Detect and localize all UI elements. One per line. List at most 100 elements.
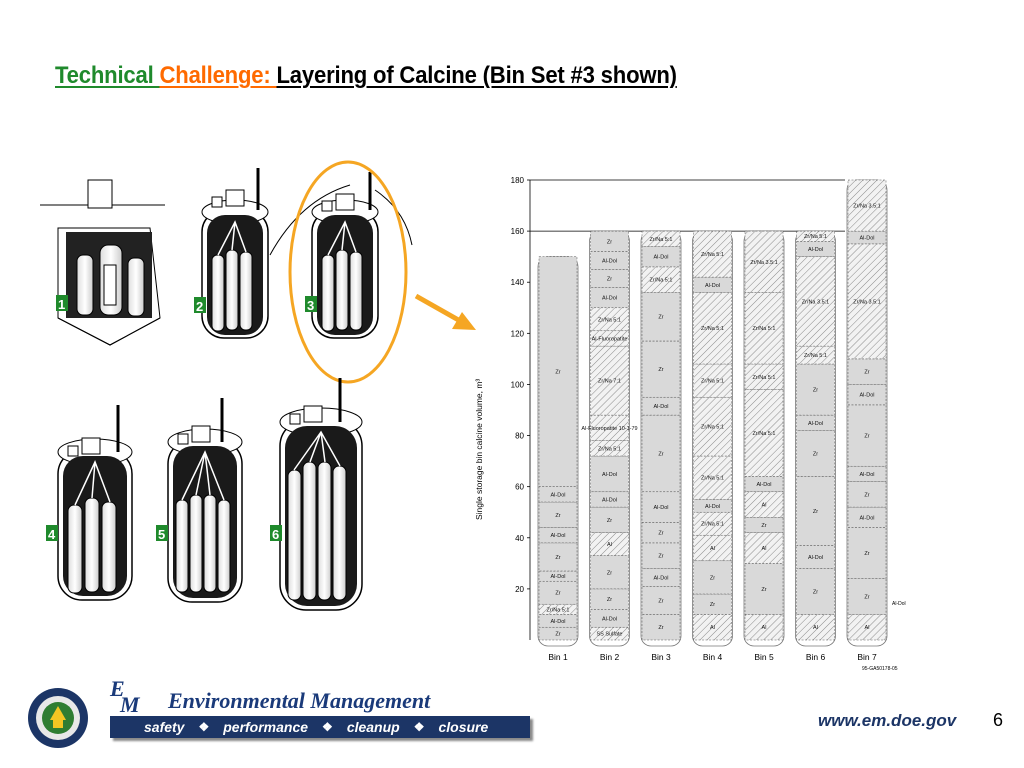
- layer-label: Zr/Na 5:1: [701, 522, 724, 528]
- layer-label: Zr: [555, 370, 560, 376]
- layer-band: [590, 414, 629, 441]
- label-1: 1: [58, 297, 65, 312]
- tagline-cleanup: cleanup: [346, 719, 400, 735]
- label-box-6: [270, 525, 282, 541]
- layer-label: Zr: [864, 370, 869, 376]
- layer-band: [538, 256, 578, 487]
- layer-label: Zr/Na 5:1: [804, 353, 827, 359]
- layer-band: [847, 527, 887, 579]
- y-axis-title: Single storage bin calcine volume, m³: [474, 379, 484, 520]
- layer-label: Zr: [658, 625, 663, 631]
- layer-band: [590, 506, 629, 533]
- y-tick-label: 60: [515, 483, 524, 492]
- bin-label: Bin 1: [548, 652, 568, 662]
- layer-label: Zr: [813, 509, 818, 515]
- layer-label: Zr: [761, 587, 766, 593]
- layer-label: Zr/Na 7:1: [598, 379, 621, 385]
- bin-label: Bin 7: [857, 652, 877, 662]
- layer-band: [693, 230, 732, 278]
- layer-label: Zr: [607, 276, 612, 282]
- slide-title: Technical Challenge: Layering of Calcine…: [55, 62, 677, 90]
- layer-label: Al: [710, 625, 715, 631]
- layer-label: Zr/Na 5:1: [598, 446, 621, 452]
- layer-band: [641, 266, 681, 293]
- layer-band: [693, 455, 732, 500]
- bin-illustration-4: [57, 405, 133, 601]
- layer-label: Zr: [607, 597, 612, 603]
- layer-label: Zr: [864, 595, 869, 601]
- y-tick-label: 40: [515, 534, 524, 543]
- tagline-separator: ❖: [413, 720, 425, 734]
- layer-label: Al-Dol: [551, 533, 566, 539]
- layer-label: Zr/Na 5:1: [650, 237, 673, 243]
- layer-band: [590, 230, 629, 252]
- layer-label: Zr/Na 3.5:1: [853, 299, 881, 305]
- layer-label: Al-Dol: [705, 283, 720, 289]
- layer-label: Al: [762, 503, 767, 509]
- website-link[interactable]: www.em.doe.gov: [818, 711, 957, 730]
- highlight-arrow-line: [414, 293, 464, 325]
- layer-label: Al-Fluoropatite 10-1-79: [581, 426, 637, 432]
- layer-label: Zr/Na 5:1: [650, 278, 673, 284]
- annotation-al-dol: Al-Dol: [892, 601, 906, 607]
- layer-band: [744, 517, 784, 533]
- y-tick-label: 80: [515, 432, 524, 441]
- tagline-separator: ❖: [198, 720, 210, 734]
- layer-label: Zr: [864, 492, 869, 498]
- layer-band: [847, 384, 887, 406]
- layer-label: Zr/Na 5:1: [701, 425, 724, 431]
- layer-label: Zr: [710, 575, 715, 581]
- label-box-5: [156, 525, 168, 541]
- layer-label: Zr/Na 5:1: [753, 375, 776, 381]
- layer-label: Zr: [864, 434, 869, 440]
- layer-band: [847, 179, 887, 232]
- layer-label: Zr/Na 3.5:1: [802, 299, 830, 305]
- bin-illustration-1: [40, 179, 165, 346]
- layer-label: Zr/Na 5:1: [701, 252, 724, 258]
- layer-band: [641, 491, 681, 523]
- doe-seal: [28, 688, 88, 748]
- layer-label: Al: [710, 546, 715, 552]
- page-number: 6: [993, 710, 1004, 730]
- layer-band: [693, 292, 732, 365]
- bin-3-highlight-ellipse: [288, 160, 408, 384]
- em-logo-m: M: [120, 692, 140, 717]
- layer-band: [847, 506, 887, 528]
- bin-illustration-2: [201, 168, 269, 339]
- layer-label: Al-Dol: [602, 296, 617, 302]
- bin-illustration-6: [279, 378, 363, 611]
- title-topic: Layering of Calcine (Bin Set #3 shown): [276, 62, 678, 89]
- y-tick-label: 140: [511, 278, 525, 287]
- layer-label: Al-Dol: [860, 393, 875, 399]
- layer-label: Al-Dol: [757, 482, 772, 488]
- tagline-separator: ❖: [322, 720, 333, 734]
- layer-band: [796, 363, 835, 416]
- layer-label: Zr: [607, 518, 612, 524]
- tagline-closure: closure: [438, 719, 489, 735]
- layer-label: Zr: [813, 388, 818, 394]
- layer-label: Al-Dol: [808, 421, 823, 427]
- layer-band: [693, 535, 732, 561]
- layer-band: [693, 614, 732, 641]
- bin-column: SS SulfateAl-DolZrZrAlZrAl-DolAl-DolZr/N…: [581, 230, 638, 662]
- layer-label: Al-Dol: [808, 555, 823, 561]
- layer-band: [796, 256, 835, 347]
- layer-label: Zr: [658, 367, 663, 373]
- bin-label: Bin 4: [703, 652, 723, 662]
- layer-label: Zr/Na 5:1: [804, 234, 827, 240]
- layer-label: Zr/Na 5:1: [598, 317, 621, 323]
- layer-label: Zr: [658, 531, 663, 537]
- layer-band: [590, 588, 629, 610]
- layer-band: [847, 481, 887, 508]
- layer-band: [641, 568, 681, 587]
- layer-band: [641, 292, 681, 342]
- em-logo-e: E: [110, 676, 125, 701]
- layer-band: [796, 476, 835, 546]
- bin-illustrations: 1 2 3: [40, 160, 476, 611]
- label-6: 6: [272, 527, 279, 542]
- y-tick-label: 180: [511, 176, 525, 185]
- label-box-2: [194, 297, 206, 313]
- layer-label: Al: [607, 542, 612, 548]
